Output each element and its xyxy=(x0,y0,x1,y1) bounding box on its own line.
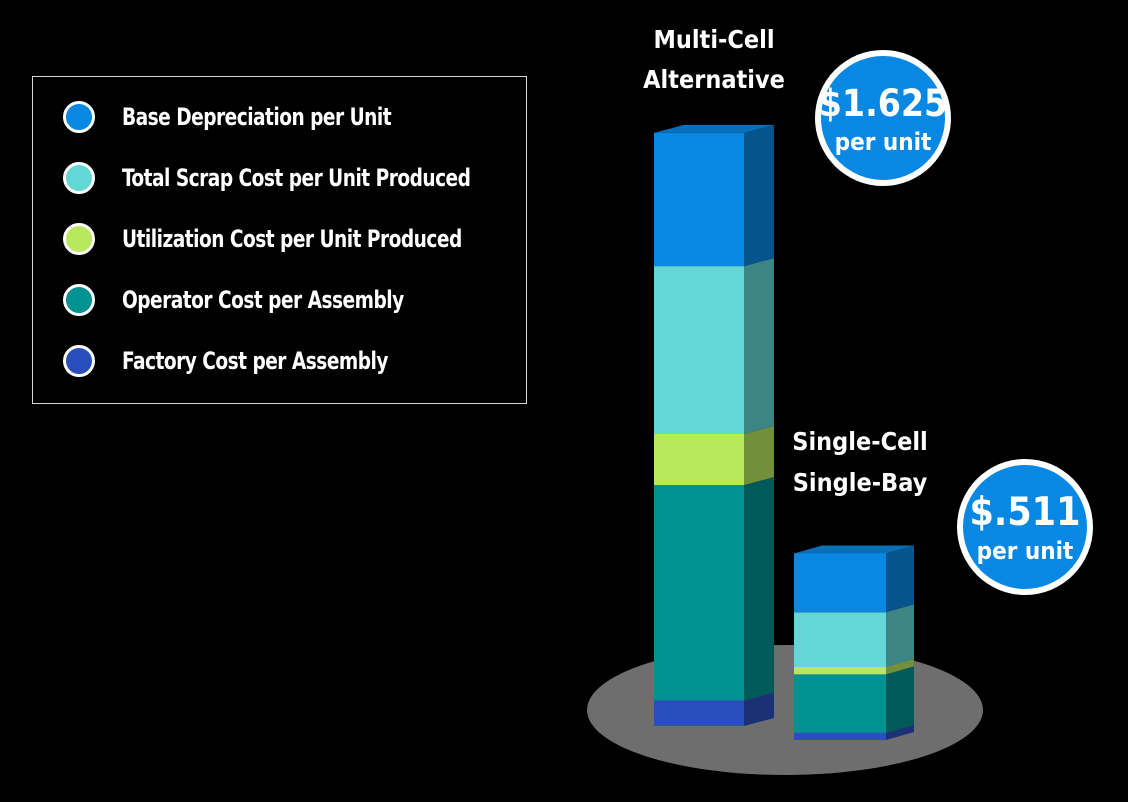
legend-item-utilization-cost-per-unit-produced: Utilization Cost per Unit Produced xyxy=(63,219,517,259)
bar-top-face xyxy=(654,124,774,133)
bar-side-operator-cost-per-assembly xyxy=(886,666,914,733)
bar-side-factory-cost-per-assembly xyxy=(744,692,774,726)
legend-label: Base Depreciation per Unit xyxy=(122,103,392,131)
category-label: Multi-Cell xyxy=(653,25,774,54)
legend-item-operator-cost-per-assembly: Operator Cost per Assembly xyxy=(63,280,450,320)
bar-segment-utilization-cost-per-unit-produced xyxy=(794,667,886,675)
legend-swatch xyxy=(63,284,95,316)
bar-segment-total-scrap-cost-per-unit-produced xyxy=(794,612,886,667)
total-unit: per unit xyxy=(977,537,1074,565)
bar-multi-cell-alternative xyxy=(654,124,774,726)
bar-side-utilization-cost-per-unit-produced xyxy=(886,659,914,675)
bar-side-utilization-cost-per-unit-produced xyxy=(744,426,774,486)
legend-label: Operator Cost per Assembly xyxy=(122,286,404,314)
bar-top-face xyxy=(794,545,914,554)
legend-swatch xyxy=(63,345,95,377)
bar-side-total-scrap-cost-per-unit-produced xyxy=(744,258,774,434)
total-amount: $.511 xyxy=(970,490,1081,535)
bar-segment-base-depreciation-per-unit xyxy=(654,132,744,267)
bar-segment-factory-cost-per-assembly xyxy=(794,732,886,740)
total-unit: per unit xyxy=(835,128,932,156)
floor-ellipse xyxy=(587,645,983,775)
legend-swatch xyxy=(63,162,95,194)
bar-segment-factory-cost-per-assembly xyxy=(654,700,744,726)
bar-segment-utilization-cost-per-unit-produced xyxy=(654,434,744,486)
legend-swatch xyxy=(63,101,95,133)
bar-side-total-scrap-cost-per-unit-produced xyxy=(886,604,914,667)
category-label: Alternative xyxy=(643,65,785,94)
bar-side-base-depreciation-per-unit xyxy=(744,124,774,267)
legend-label: Total Scrap Cost per Unit Produced xyxy=(122,164,471,192)
legend-item-base-depreciation-per-unit: Base Depreciation per Unit xyxy=(63,97,435,137)
total-amount: $1.625 xyxy=(819,82,947,125)
category-label: Single-Cell xyxy=(792,427,928,456)
bar-segment-base-depreciation-per-unit xyxy=(794,553,886,613)
bar-side-factory-cost-per-assembly xyxy=(886,724,914,740)
bar-side-operator-cost-per-assembly xyxy=(744,477,774,701)
badge-fill xyxy=(821,56,945,180)
legend-item-total-scrap-cost-per-unit-produced: Total Scrap Cost per Unit Produced xyxy=(63,158,527,198)
legend-item-factory-cost-per-assembly: Factory Cost per Assembly xyxy=(63,341,431,381)
bar-side-base-depreciation-per-unit xyxy=(886,545,914,613)
bar-segment-operator-cost-per-assembly xyxy=(654,485,744,701)
legend-swatch xyxy=(63,223,95,255)
legend-label: Utilization Cost per Unit Produced xyxy=(122,225,462,253)
bar-segment-total-scrap-cost-per-unit-produced xyxy=(654,266,744,434)
category-label: Single-Bay xyxy=(793,468,928,497)
legend-label: Factory Cost per Assembly xyxy=(122,347,388,375)
total-badge: $1.625 per unit xyxy=(815,50,951,186)
badge-fill xyxy=(963,465,1087,589)
bar-segment-operator-cost-per-assembly xyxy=(794,674,886,733)
bar-single-cell-single-bay xyxy=(794,545,914,740)
